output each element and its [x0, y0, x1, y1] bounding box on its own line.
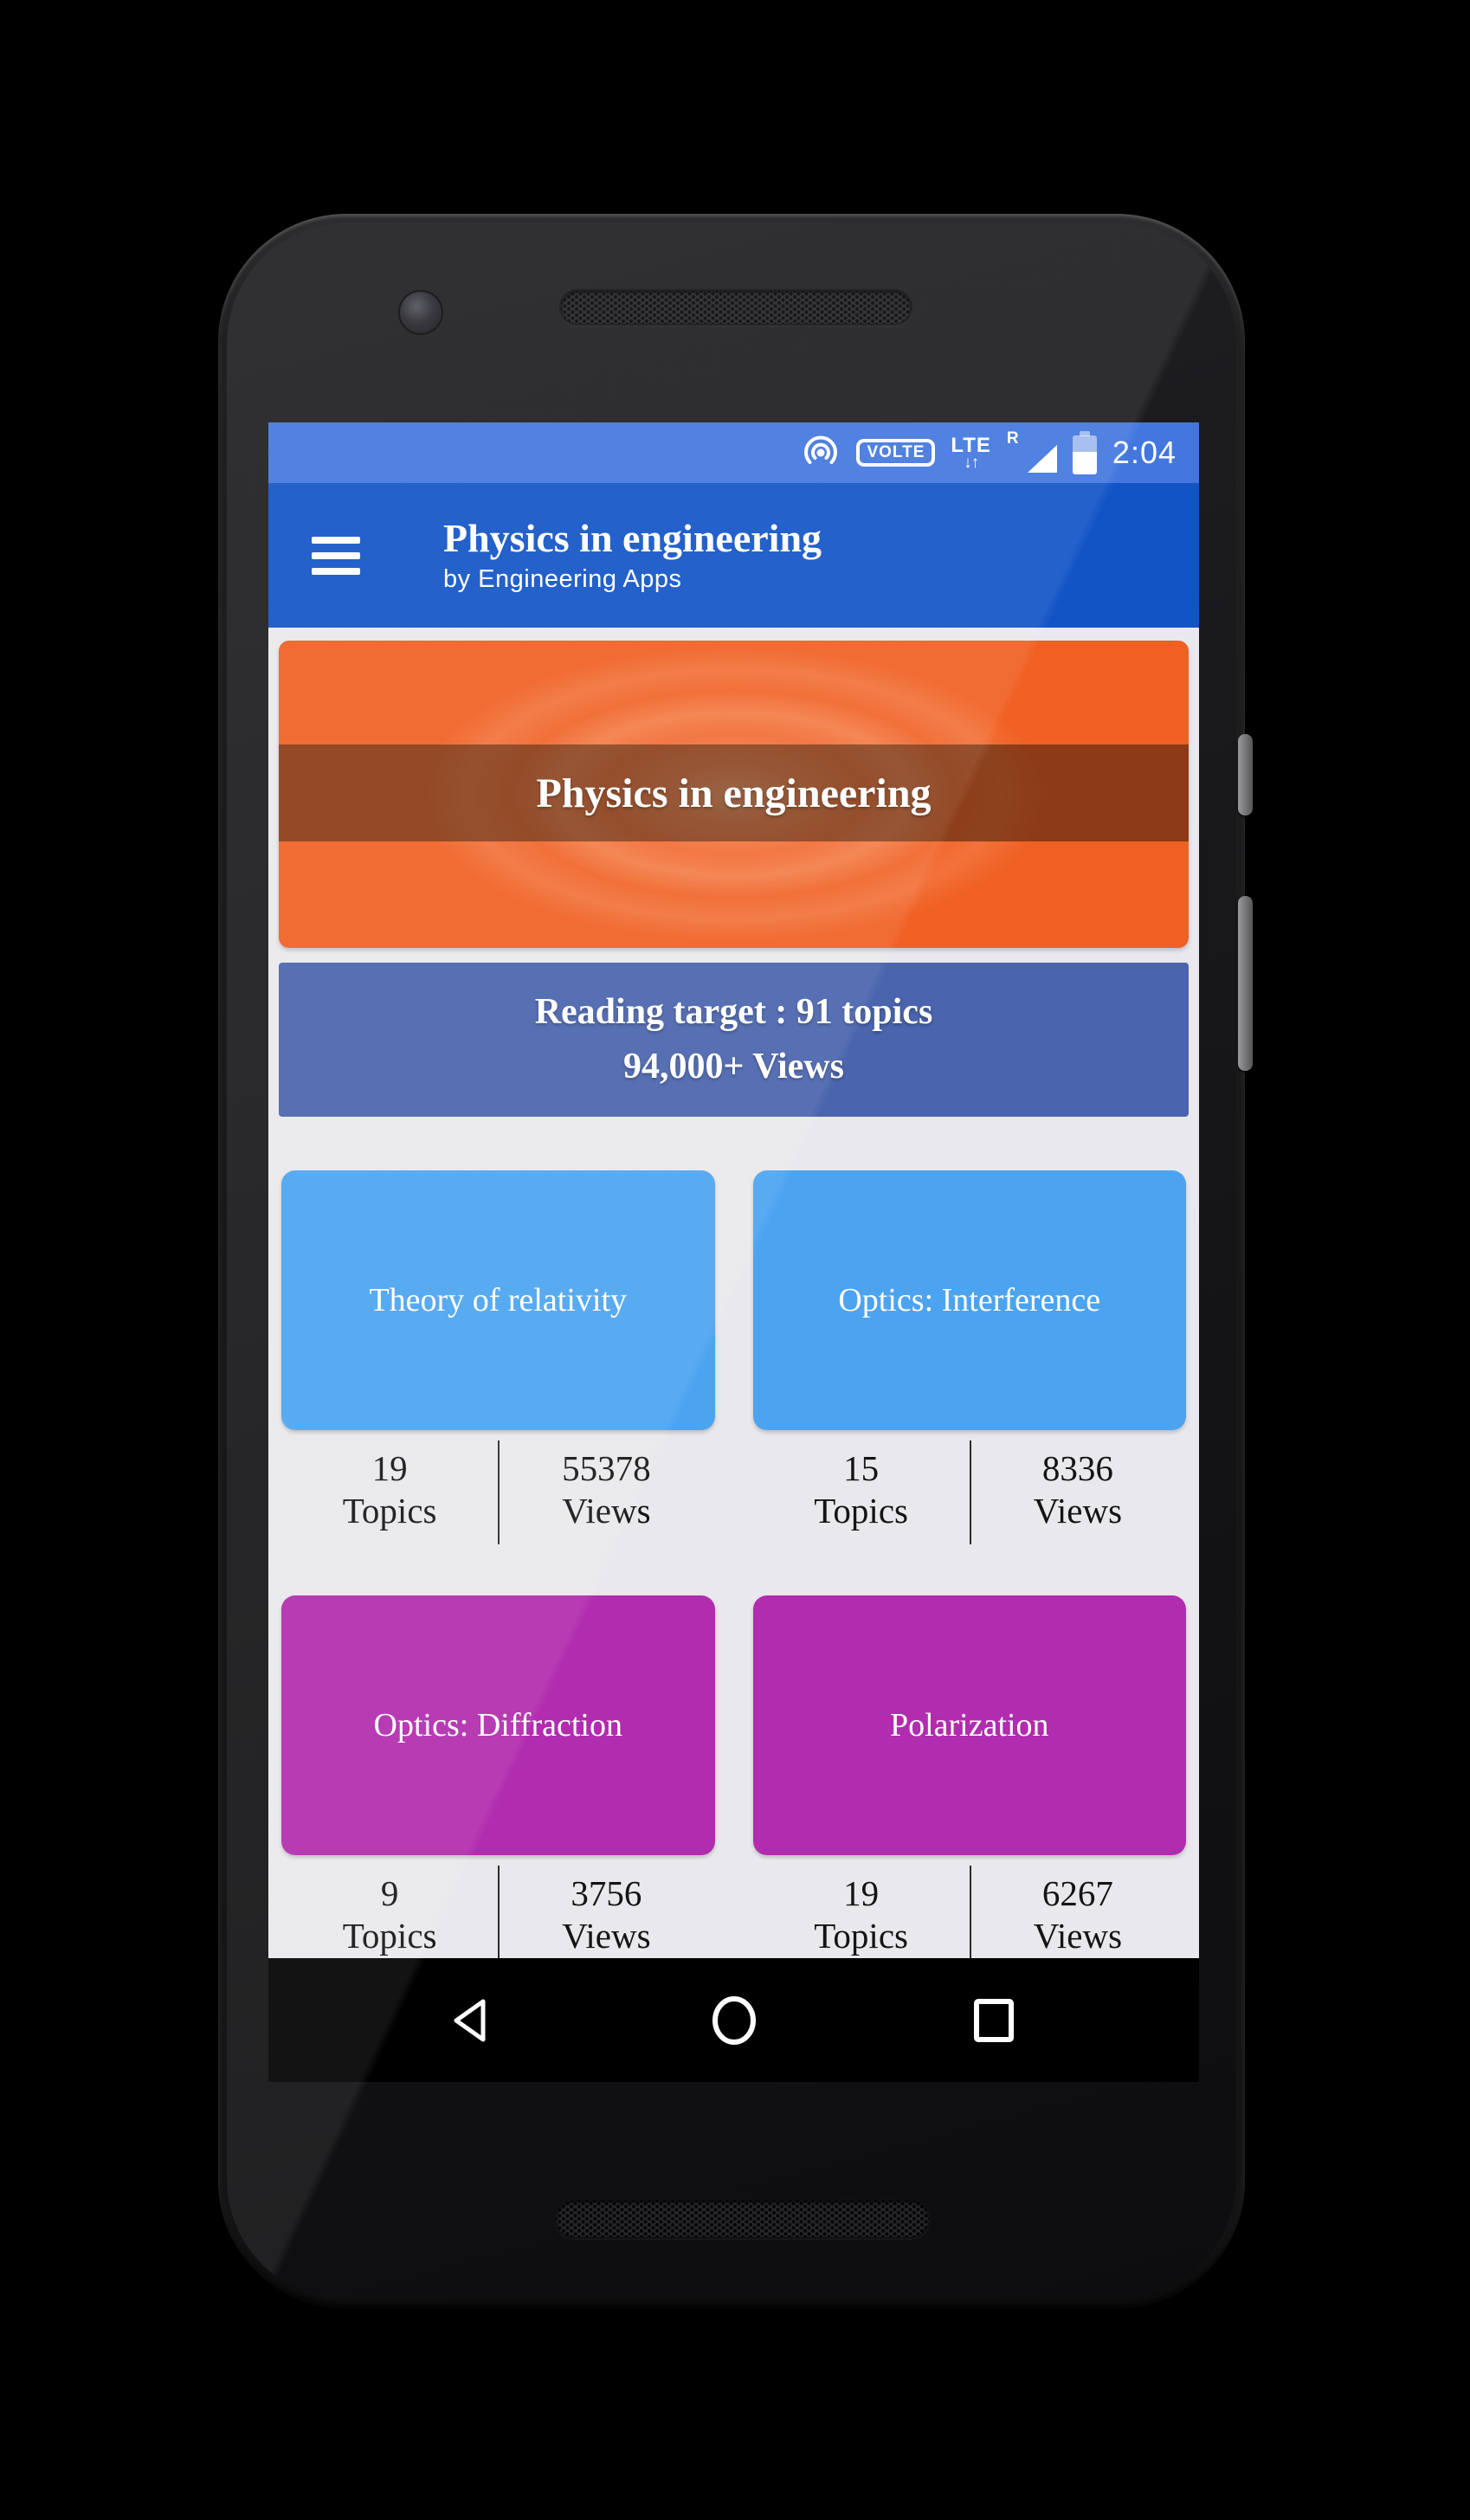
front-camera — [398, 290, 443, 335]
views-label: Views — [562, 1491, 651, 1531]
category-card-label: Optics: Interference — [838, 1282, 1101, 1318]
topics-stat: 15 Topics — [753, 1430, 970, 1584]
topics-count: 19 — [843, 1873, 880, 1913]
hamburger-bar — [312, 551, 360, 559]
views-stat: 3756 Views — [498, 1855, 714, 1958]
category-card-polarization[interactable]: Polarization — [752, 1595, 1186, 1855]
stat-divider — [498, 1440, 500, 1544]
roaming-label: R — [1006, 429, 1019, 448]
stat-group: 15 Topics 8336 Views — [753, 1430, 1187, 1584]
app-bar: Physics in engineering by Engineering Ap… — [268, 483, 1199, 628]
category-card-label: Theory of relativity — [369, 1282, 628, 1318]
stat-group: 19 Topics 6267 Views — [753, 1855, 1187, 1958]
battery-nub — [1079, 431, 1090, 436]
views-stat: 55378 Views — [498, 1430, 714, 1584]
stats-row2: 9 Topics 3756 Views 19 — [268, 1855, 1199, 1958]
content-area: Physics in engineering Reading target : … — [268, 628, 1199, 1958]
hamburger-bar — [312, 536, 360, 544]
views-label: Views — [1033, 1916, 1123, 1956]
topics-stat: 19 Topics — [281, 1430, 498, 1584]
views-count: 3756 — [571, 1873, 642, 1913]
category-card-label: Optics: Diffraction — [373, 1707, 622, 1743]
views-count: 6267 — [1041, 1873, 1113, 1913]
topics-label: Topics — [342, 1491, 437, 1531]
lte-label: LTE — [951, 433, 991, 457]
volte-badge: VOLTE — [856, 438, 936, 467]
views-count: 55378 — [562, 1448, 651, 1488]
recents-icon — [974, 1998, 1014, 2042]
views-stat: 6267 Views — [970, 1855, 1186, 1958]
topics-label: Topics — [342, 1916, 437, 1956]
home-button[interactable] — [709, 1995, 759, 2046]
views-label: Views — [562, 1916, 651, 1956]
reading-target-line1: Reading target : 91 topics — [534, 992, 933, 1032]
back-button[interactable] — [448, 1995, 499, 2046]
app-screen: VOLTE LTE ↓↑ R 2:04 — [268, 422, 1199, 2082]
stat-divider — [498, 1866, 500, 1958]
recents-button[interactable] — [969, 1995, 1019, 2046]
stat-divider — [969, 1866, 971, 1958]
home-icon — [712, 1995, 756, 2045]
navigation-bar — [268, 1958, 1199, 2082]
phone-frame: VOLTE LTE ↓↑ R 2:04 — [218, 214, 1253, 2309]
data-activity-arrows: ↓↑ — [964, 453, 979, 472]
signal-triangle-icon — [1027, 445, 1057, 473]
topics-count: 19 — [371, 1448, 408, 1488]
topics-count: 15 — [843, 1448, 880, 1488]
category-card-optics-diffraction[interactable]: Optics: Diffraction — [281, 1595, 715, 1855]
category-card-theory-of-relativity[interactable]: Theory of relativity — [281, 1170, 715, 1430]
hero-banner: Physics in engineering — [279, 641, 1189, 948]
hotspot-icon — [804, 435, 838, 464]
lte-data-arrows-icon: LTE ↓↑ — [951, 435, 991, 471]
views-count: 8336 — [1041, 1448, 1113, 1488]
topics-label: Topics — [814, 1916, 908, 1956]
topics-count: 9 — [380, 1873, 399, 1913]
app-bar-titles: Physics in engineering by Engineering Ap… — [443, 515, 822, 595]
hamburger-bar — [312, 567, 360, 575]
stat-group: 19 Topics 55378 Views — [281, 1430, 715, 1584]
stat-divider — [969, 1440, 971, 1544]
status-bar: VOLTE LTE ↓↑ R 2:04 — [268, 422, 1199, 483]
category-grid-row2: Optics: Diffraction Polarization — [268, 1595, 1199, 1855]
power-button[interactable] — [1238, 734, 1253, 815]
hero-banner-band: Physics in engineering — [279, 744, 1189, 841]
views-label: Views — [1033, 1491, 1123, 1531]
hero-banner-title: Physics in engineering — [536, 770, 932, 816]
stats-row1: 19 Topics 55378 Views 15 — [268, 1430, 1199, 1584]
app-title: Physics in engineering — [443, 515, 822, 560]
earpiece-speaker — [559, 289, 912, 325]
clock: 2:04 — [1112, 435, 1177, 470]
bottom-speaker — [554, 2199, 931, 2239]
topics-stat: 9 Topics — [281, 1855, 498, 1958]
app-subtitle: by Engineering Apps — [443, 565, 682, 594]
topics-label: Topics — [814, 1491, 908, 1531]
phone-face: VOLTE LTE ↓↑ R 2:04 — [227, 222, 1236, 2300]
back-icon — [454, 1999, 486, 2041]
topics-stat: 19 Topics — [753, 1855, 970, 1958]
hamburger-menu-icon[interactable] — [312, 536, 360, 575]
volume-rocker[interactable] — [1238, 896, 1253, 1071]
reading-target-line2: 94,000+ Views — [623, 1047, 844, 1086]
reading-target-banner: Reading target : 91 topics 94,000+ Views — [279, 963, 1189, 1117]
battery-body — [1072, 435, 1097, 474]
battery-icon — [1072, 431, 1097, 474]
category-grid-row1: Theory of relativity Optics: Interferenc… — [268, 1170, 1199, 1430]
stat-group: 9 Topics 3756 Views — [281, 1855, 715, 1958]
category-card-optics-interference[interactable]: Optics: Interference — [752, 1170, 1186, 1430]
category-card-label: Polarization — [889, 1707, 1049, 1743]
roaming-signal-triangle-icon: R — [1006, 429, 1057, 474]
views-stat: 8336 Views — [970, 1430, 1186, 1584]
